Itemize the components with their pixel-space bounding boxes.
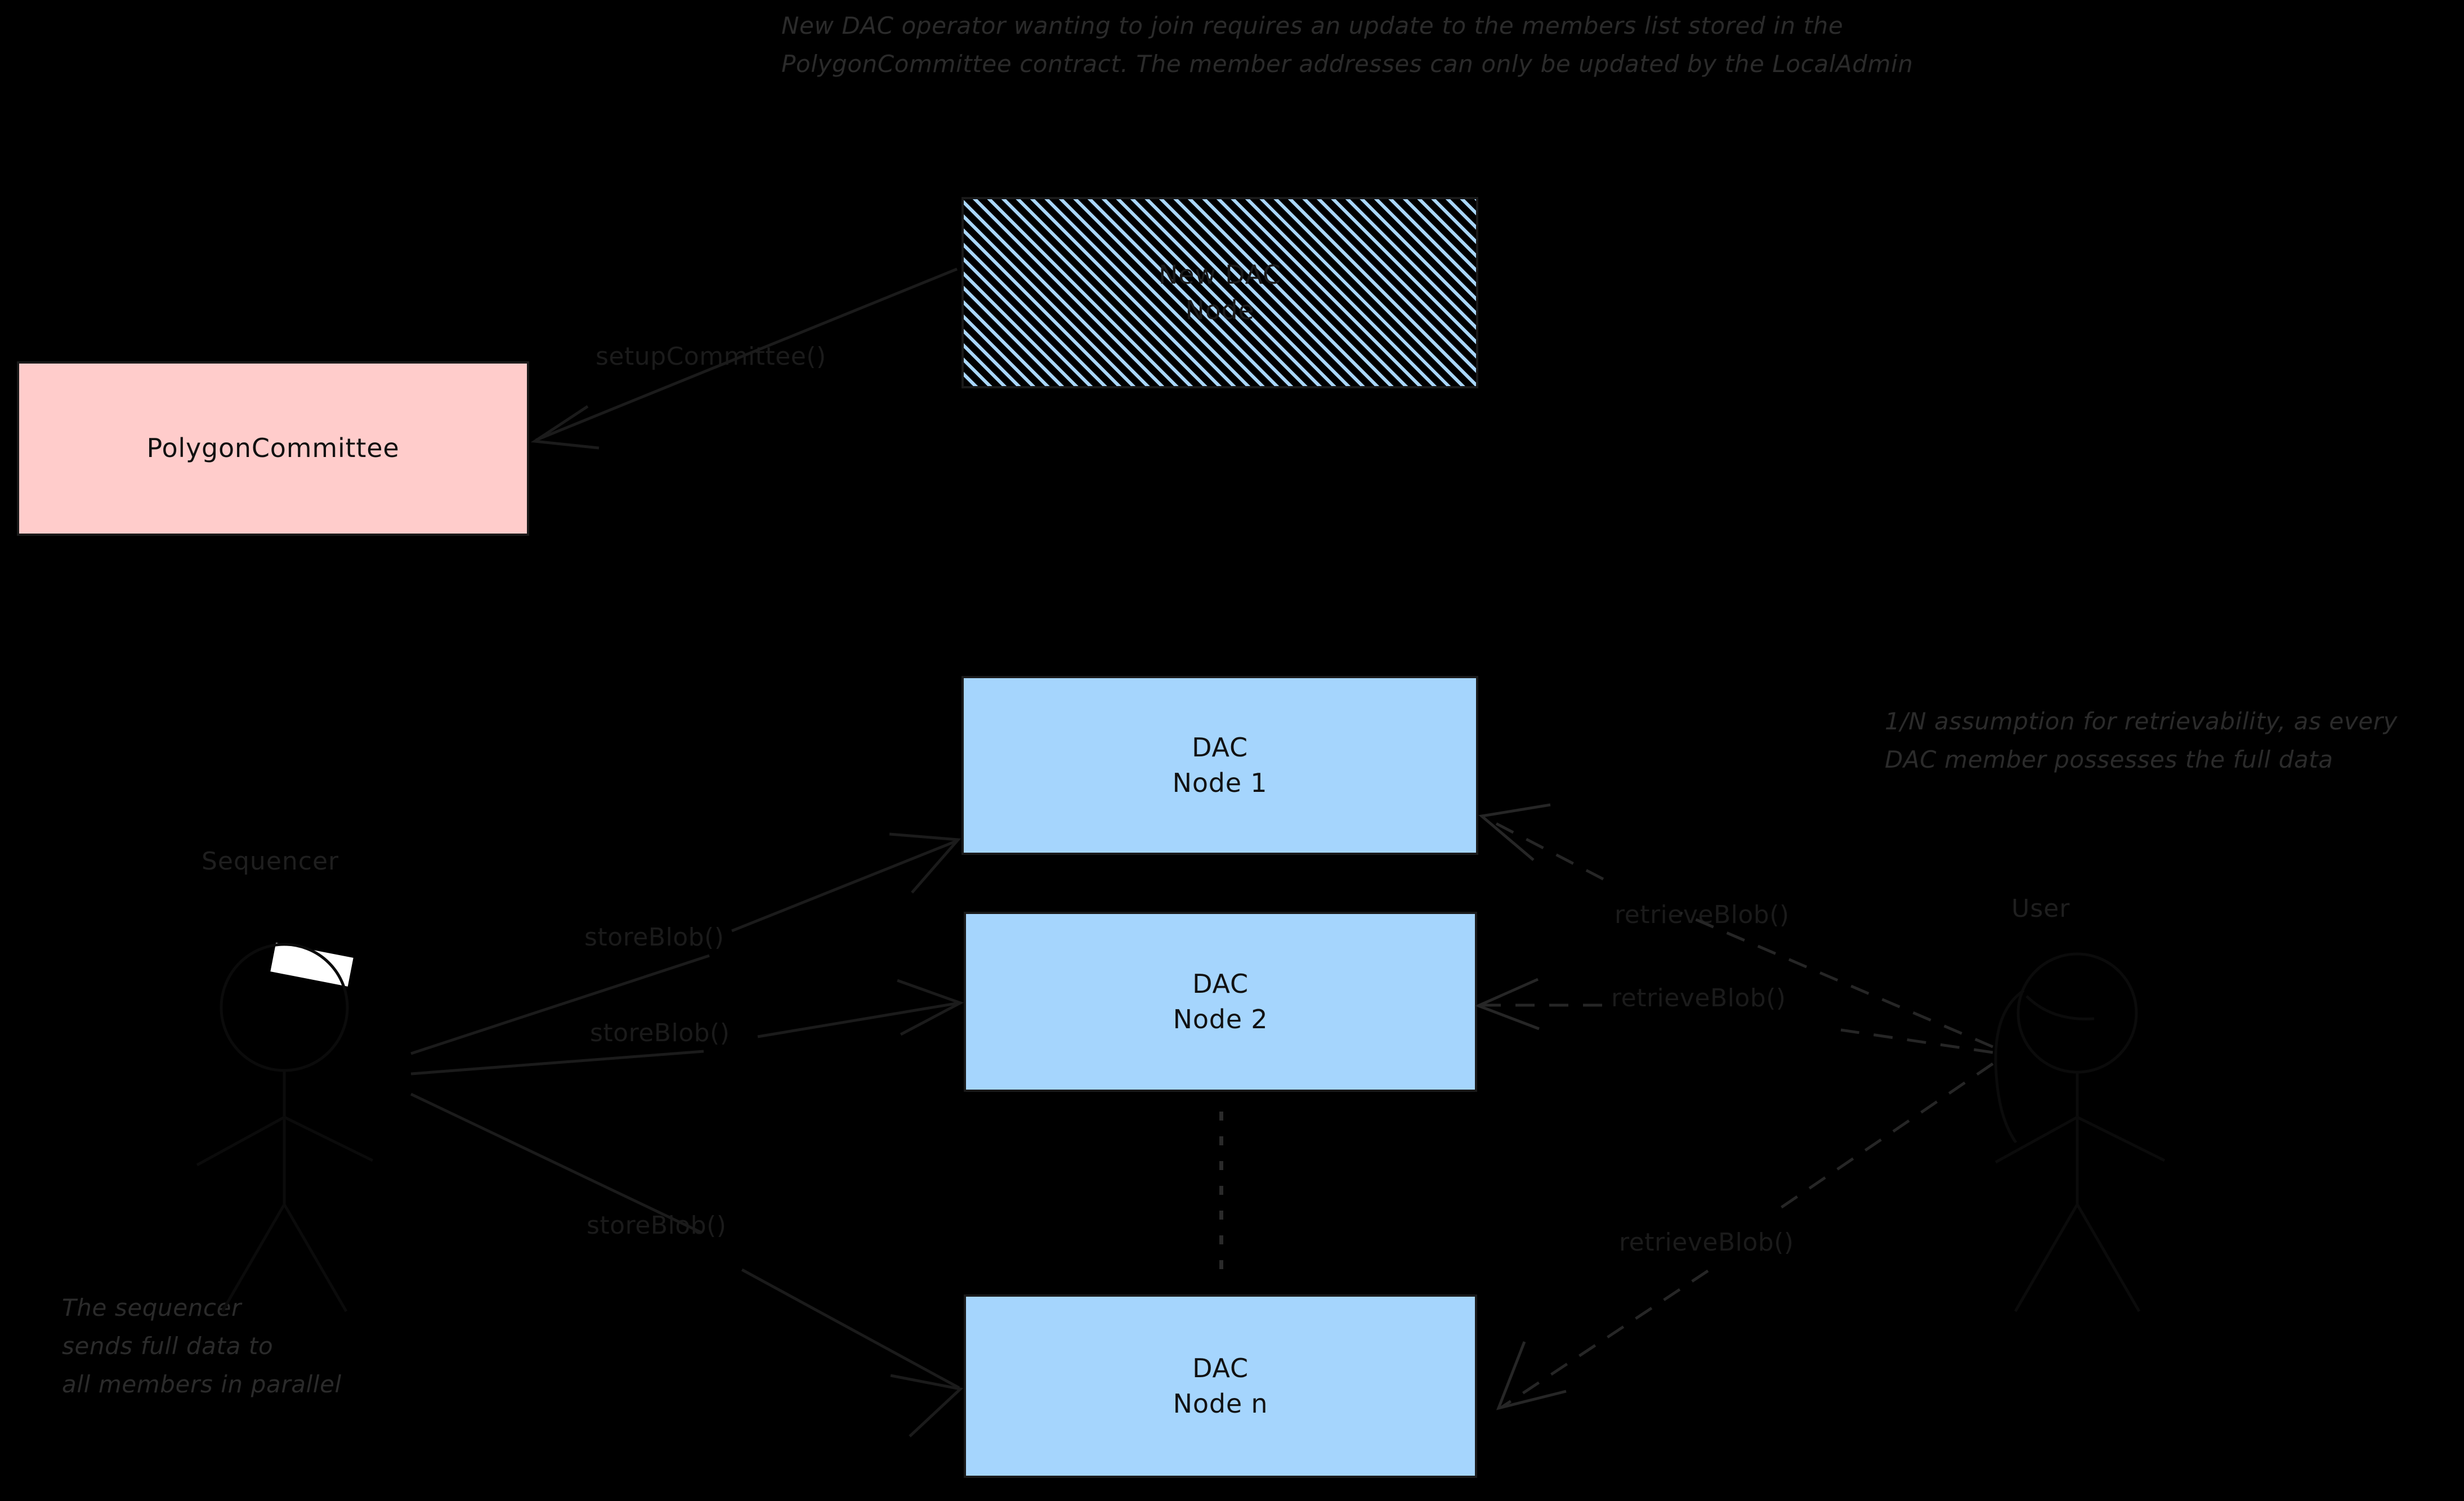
vertical-ellipsis-separator: [1219, 1112, 1223, 1275]
edge-store-blob-3: [410, 1092, 964, 1437]
node-new-dac-node[interactable]: New DAC Node: [962, 197, 1478, 388]
node-dac-node-1[interactable]: DAC Node 1: [962, 676, 1478, 855]
sequencer-head-band: [270, 943, 354, 987]
annotation-new-dac-operator: New DAC operator wanting to join require…: [781, 12, 1913, 78]
edge-label-store-blob-3: storeBlob(): [587, 1211, 727, 1240]
user-label: User: [2011, 894, 2071, 923]
edge-label-retrieve-blob-1: retrieveBlob(): [1615, 900, 1790, 929]
node-dac-node-n-label: DAC Node n: [1173, 1352, 1268, 1419]
edge-label-store-blob-1: storeBlob(): [584, 923, 725, 952]
annotation-retrievability-assumption: 1/N assumption for retrievability, as ev…: [1885, 707, 2398, 774]
node-new-dac-node-label: New DAC Node: [1159, 259, 1281, 325]
node-dac-node-n[interactable]: DAC Node n: [964, 1294, 1477, 1478]
edge-label-store-blob-2: storeBlob(): [590, 1019, 730, 1047]
annotation-sequencer-parallel: The sequencer sends full data to all mem…: [62, 1294, 342, 1399]
node-dac-node-2-label: DAC Node 2: [1173, 968, 1268, 1034]
sequencer-label: Sequencer: [202, 847, 339, 876]
node-dac-node-2[interactable]: DAC Node 2: [964, 912, 1477, 1092]
node-polygon-committee-label: PolygonCommittee: [146, 433, 400, 464]
node-polygon-committee[interactable]: PolygonCommittee: [17, 361, 529, 536]
edge-label-setup-committee: setupCommittee(): [596, 342, 826, 371]
node-dac-node-1-label: DAC Node 1: [1172, 732, 1268, 798]
sequencer-figure-icon: [196, 943, 374, 1312]
edge-label-retrieve-blob-3: retrieveBlob(): [1619, 1228, 1794, 1257]
user-figure-icon: [1994, 952, 2166, 1312]
edge-label-retrieve-blob-2: retrieveBlob(): [1611, 984, 1786, 1012]
